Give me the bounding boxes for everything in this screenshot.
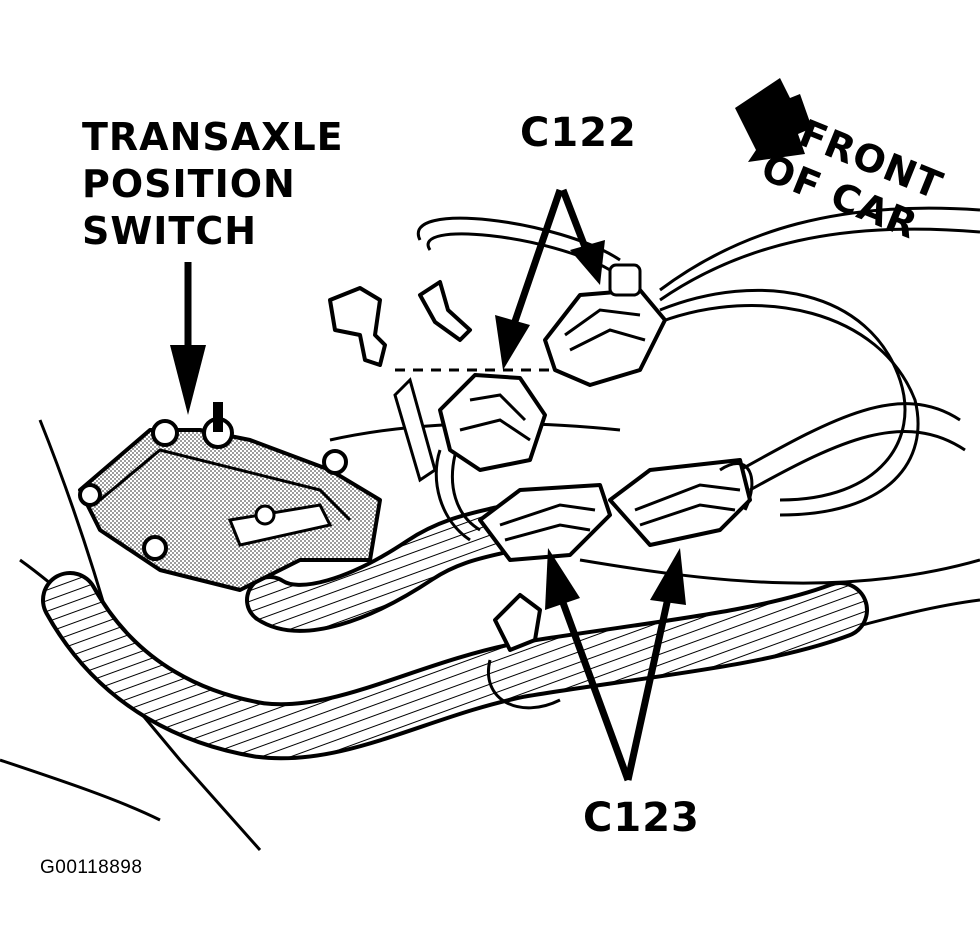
- arrow-switch-head: [170, 345, 206, 415]
- c122-label: C122: [520, 110, 637, 156]
- c123-connector-half-right: [608, 458, 754, 547]
- arrow-c123-left-head: [545, 548, 580, 610]
- callout-arrows: [170, 188, 686, 782]
- arrow-c122-left: [508, 188, 564, 332]
- arrow-c122-right: [559, 188, 592, 257]
- main-wire-harness: [41, 571, 869, 761]
- arrow-c122-right-head: [570, 240, 605, 285]
- label-line: POSITION: [82, 162, 296, 206]
- harness-clip: [487, 593, 561, 710]
- c123-label: C123: [583, 795, 700, 841]
- transaxle-position-switch-label: TRANSAXLE POSITION SWITCH: [82, 114, 344, 255]
- arrow-c123-right-head: [650, 548, 686, 605]
- terminal-pin-right: [418, 280, 472, 342]
- transaxle-position-switch-body: [78, 402, 382, 592]
- corrugated-conduit: [245, 505, 525, 633]
- arrow-c122-left-head: [495, 315, 530, 370]
- label-line: TRANSAXLE: [82, 115, 344, 159]
- arrow-c123-left: [558, 598, 632, 782]
- front-of-car-arrow-icon: [735, 78, 812, 162]
- label-line: SWITCH: [82, 209, 258, 253]
- c122-connector-half-left: [434, 373, 547, 542]
- upper-wire-bundle: [416, 206, 980, 517]
- terminal-pin-left: [328, 286, 437, 483]
- figure-id-label: G00118898: [40, 857, 143, 878]
- c122-connector-half-right: [543, 263, 667, 387]
- c123-connector-half-left: [478, 483, 612, 562]
- arrow-c123-right: [624, 597, 672, 781]
